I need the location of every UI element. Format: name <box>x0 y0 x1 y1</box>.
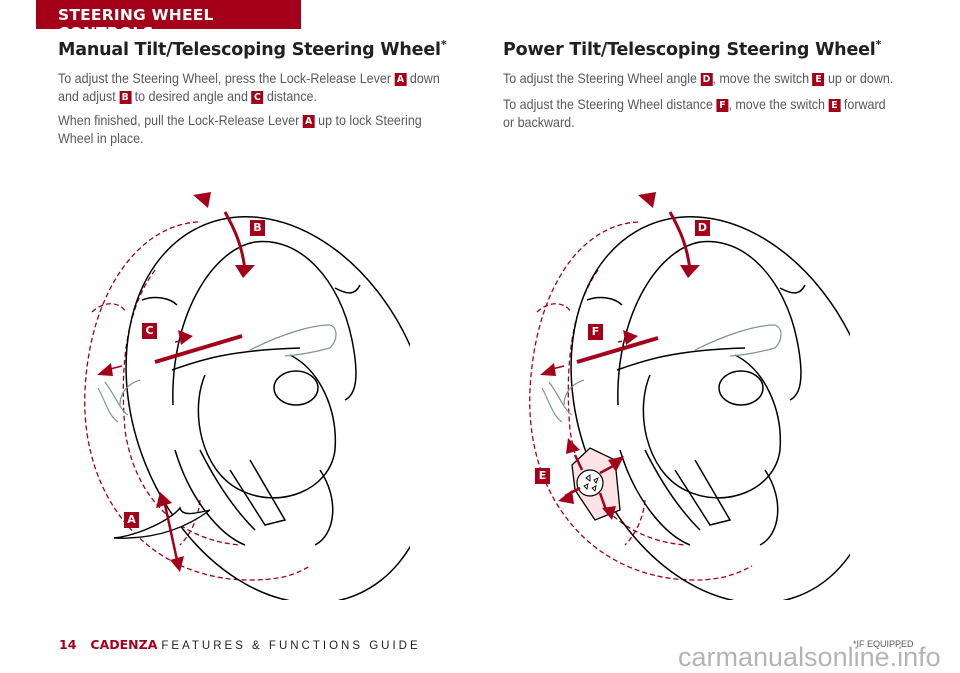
ghost-wheel-outline <box>84 221 311 581</box>
asterisk-mark: * <box>440 38 447 51</box>
guide-title: FEATURES & FUNCTIONS GUIDE <box>161 640 421 652</box>
callout-badge-f: F <box>716 99 729 112</box>
text: , move the switch <box>712 71 813 86</box>
text: to desired angle and <box>131 88 252 104</box>
manual-steering-wheel-illustration <box>84 192 410 600</box>
ghost-wheel-outline <box>529 221 753 581</box>
text: To adjust the Steering Wheel angle <box>503 71 701 86</box>
section-header-bar: STEERING WHEEL CONTROLS <box>36 0 301 42</box>
hand-outline <box>541 324 782 423</box>
callout-d: D <box>695 220 710 236</box>
callout-badge-c: C <box>251 90 264 104</box>
power-title-text: Power Tilt/Telescoping Steering Wheel <box>503 39 876 60</box>
asterisk-mark: * <box>875 38 882 51</box>
callout-badge-e: E <box>812 73 825 86</box>
steering-wheel-drawing <box>570 216 850 600</box>
text: , move the switch <box>728 97 829 112</box>
text: When finished, pull the Lock-Release Lev… <box>58 113 303 128</box>
text: To adjust the Steering Wheel distance <box>503 97 717 112</box>
callout-badge-d: D <box>700 73 713 86</box>
text: To adjust the Steering Wheel, press the … <box>58 71 395 86</box>
section-label: STEERING WHEEL CONTROLS <box>58 6 214 42</box>
telescope-bar <box>576 336 659 364</box>
callout-a: A <box>124 512 139 528</box>
text: down and adjust <box>58 71 440 104</box>
switch-direction-arrows <box>558 438 624 520</box>
telescope-arrows <box>540 330 638 376</box>
text: forward or backward. <box>503 97 886 130</box>
steering-wheel-drawing <box>125 216 410 600</box>
power-steering-wheel-illustration <box>529 192 850 600</box>
manual-section-title: Manual Tilt/Telescoping Steering Wheel* <box>58 38 447 60</box>
text: distance. <box>263 88 317 104</box>
lever-arrow <box>156 492 184 572</box>
callout-e: E <box>535 468 550 484</box>
callout-badge-a: A <box>302 115 315 128</box>
callout-b: B <box>250 220 265 236</box>
callout-badge-b: B <box>119 90 132 104</box>
lock-release-lever <box>113 506 211 539</box>
power-section-title: Power Tilt/Telescoping Steering Wheel* <box>503 38 881 60</box>
manual-paragraph-1: To adjust the Steering Wheel, press the … <box>58 70 454 105</box>
manual-title-text: Manual Tilt/Telescoping Steering Wheel <box>58 39 441 60</box>
telescope-bar <box>154 334 243 364</box>
text: up or down. <box>824 71 894 86</box>
brand-name: CADENZA <box>90 637 158 652</box>
callout-badge-a: A <box>394 73 407 86</box>
telescope-arrows <box>97 330 193 376</box>
power-paragraph-2: To adjust the Steering Wheel distance F,… <box>503 96 889 131</box>
text: up to lock Steering Wheel in place. <box>58 113 422 146</box>
callout-c: C <box>142 323 157 339</box>
tilt-arrow <box>193 192 255 278</box>
power-adjust-switch <box>571 447 621 521</box>
tilt-arrow <box>638 192 700 278</box>
hand-outline <box>97 324 337 423</box>
power-paragraph-1: To adjust the Steering Wheel angle D, mo… <box>503 70 899 88</box>
if-equipped-note: *IF EQUIPPED <box>853 639 914 649</box>
page-number: 14 <box>59 637 77 652</box>
manual-paragraph-2: When finished, pull the Lock-Release Lev… <box>58 112 454 147</box>
watermark: carmanualsonline.info <box>678 642 941 672</box>
callout-f: F <box>588 324 603 340</box>
callout-badge-e: E <box>828 99 841 112</box>
